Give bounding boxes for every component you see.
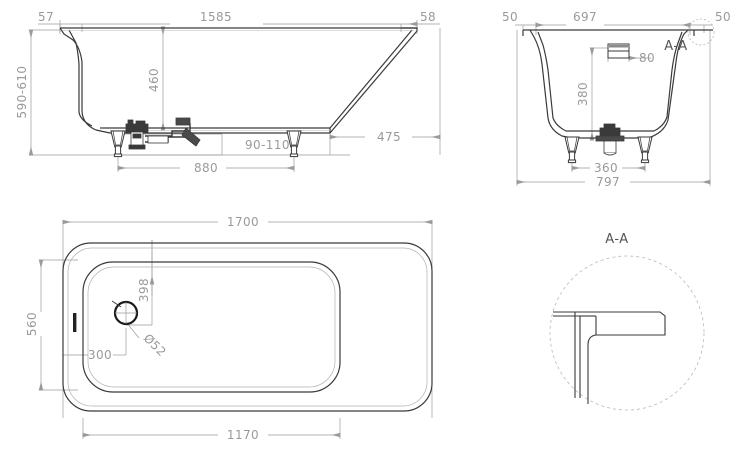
dim-plan-width-overall: 560	[25, 312, 39, 336]
dim-front-height-overall: 590-610	[15, 66, 29, 119]
plan-rim-inner-edge	[67, 247, 428, 407]
detail-view-label: A-A	[605, 232, 628, 247]
dim-plan-drain-from-end: 300	[88, 348, 112, 362]
section-view-label: A-A	[664, 39, 687, 54]
bathtub-front-profile	[59, 27, 418, 134]
rim-cross-section-profile	[553, 311, 666, 404]
front-elevation-dimension-lines	[28, 20, 441, 172]
dim-front-rim-top: 1585	[200, 10, 232, 24]
dim-front-rim-left: 57	[38, 10, 54, 24]
support-foot-left	[110, 130, 126, 158]
dim-section-overflow-height: 380	[576, 82, 590, 106]
dim-section-rim-left: 50	[502, 10, 518, 24]
plan-view	[38, 219, 433, 439]
detail-view	[549, 255, 705, 411]
dim-plan-inner-length: 1170	[227, 428, 259, 442]
dim-section-overflow-width: 80	[639, 51, 655, 65]
plan-drain-hole	[111, 300, 139, 326]
dim-section-feet-spacing: 360	[594, 161, 618, 175]
dim-plan-drain-diameter: Ø52	[141, 331, 169, 359]
dim-front-rim-right: 58	[420, 10, 436, 24]
plan-inner-basin	[82, 261, 341, 393]
plan-view-dimension-lines	[38, 219, 433, 439]
dim-section-rim-right: 50	[715, 10, 731, 24]
detail-boundary-circle	[549, 255, 705, 411]
plan-outer-rim	[62, 242, 433, 412]
plan-basin-inner-edge	[87, 266, 336, 388]
detail-callout-circle	[687, 18, 715, 46]
dim-front-feet-spacing: 880	[194, 161, 218, 175]
dim-front-inner-depth: 460	[147, 68, 161, 92]
section-foot-left	[564, 136, 580, 164]
dim-section-overall-width: 797	[596, 175, 620, 189]
bathtub-rim-shading	[63, 30, 414, 131]
dim-front-right-offset: 475	[377, 130, 401, 144]
front-elevation-view	[28, 20, 441, 172]
waste-drain-assembly	[125, 117, 201, 150]
dim-section-top-width: 697	[573, 10, 597, 24]
dim-plan-drain-from-side: 398	[137, 278, 151, 302]
overflow-slot	[73, 313, 77, 332]
section-drain	[595, 123, 625, 156]
dim-plan-length-overall: 1700	[227, 215, 259, 229]
section-view	[515, 18, 715, 186]
section-foot-right	[637, 136, 653, 164]
overflow-fitting	[607, 43, 630, 59]
dim-front-foot-height: 90-110	[245, 138, 290, 152]
